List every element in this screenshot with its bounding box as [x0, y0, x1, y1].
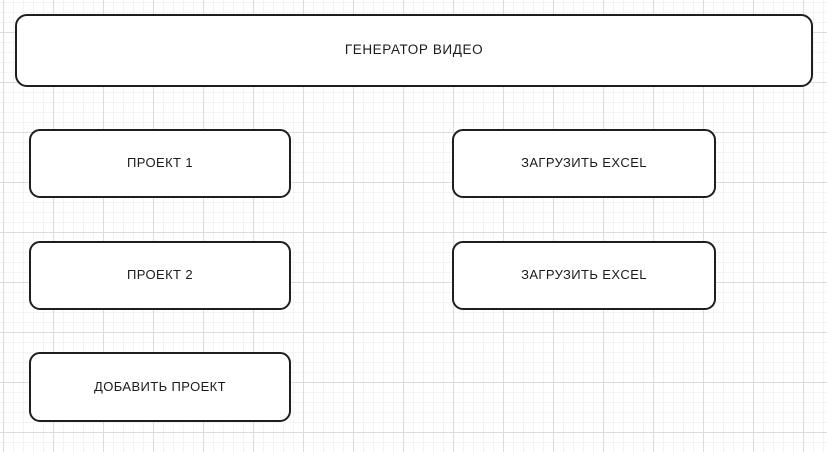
upload-excel-button-1[interactable]: ЗАГРУЗИТЬ EXCEL — [452, 129, 716, 198]
app-title-label: ГЕНЕРАТОР ВИДЕО — [344, 42, 484, 58]
add-project-label: ДОБАВИТЬ ПРОЕКТ — [94, 378, 226, 394]
app-title-banner: ГЕНЕРАТОР ВИДЕО — [15, 14, 813, 87]
upload-excel-label-1: ЗАГРУЗИТЬ EXCEL — [521, 155, 647, 171]
project-1-label: ПРОЕКТ 1 — [126, 155, 194, 171]
add-project-button[interactable]: ДОБАВИТЬ ПРОЕКТ — [29, 352, 291, 422]
project-2-button[interactable]: ПРОЕКТ 2 — [29, 241, 291, 310]
upload-excel-label-2: ЗАГРУЗИТЬ EXCEL — [521, 267, 647, 283]
project-1-button[interactable]: ПРОЕКТ 1 — [29, 129, 291, 198]
upload-excel-button-2[interactable]: ЗАГРУЗИТЬ EXCEL — [452, 241, 716, 310]
project-2-label: ПРОЕКТ 2 — [126, 267, 194, 283]
